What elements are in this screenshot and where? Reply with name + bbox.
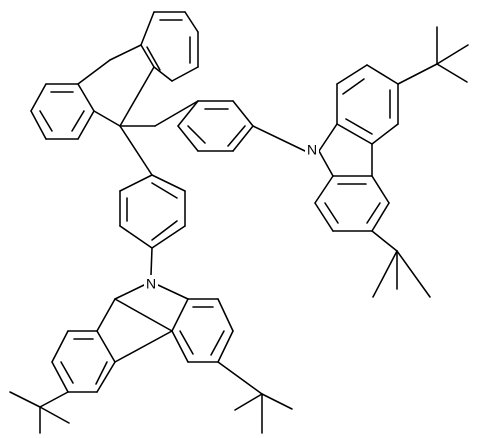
bond-fluorene-bridge-top <box>109 44 142 61</box>
bond-lower-phenyl-inner-2 <box>151 220 178 241</box>
bond-upper-phenyl-inner-2 <box>227 125 246 147</box>
bond-right-carbazole-upper-1 <box>318 123 338 152</box>
bond-left-carbazole-right-1 <box>157 284 189 300</box>
bond-right-tbutyl-top-downright <box>436 63 468 83</box>
bond-upper-phenyl-3 <box>232 100 254 127</box>
bond-fluorene-top-outer-4 <box>171 66 199 82</box>
bond-fluorene-left-inner-2 <box>39 110 53 132</box>
bond-right-carbazole-lower-3 <box>371 175 390 204</box>
bond-fluorene-top-outer-2 <box>184 11 199 33</box>
bond-lower-phenyl-3 <box>119 225 153 249</box>
bond-left-carbazole-junction <box>114 330 173 363</box>
bond-left-carbazole-left-inner-3 <box>95 361 108 385</box>
bond-upper-phenyl-1 <box>154 100 199 127</box>
bond-left-carbazole-right-7 <box>171 298 189 332</box>
bond-left-tbutyl-right-right <box>261 393 293 410</box>
bond-right-carbazole-upper-7 <box>336 123 373 145</box>
atom-label-layer: N N <box>144 141 319 293</box>
nitrogen-left-mask <box>144 275 158 293</box>
bond-left-carbazole-bridge <box>114 298 173 332</box>
bond-left-carbazole-left-8 <box>96 330 116 363</box>
bond-left-carbazole-left-inner-2 <box>60 361 74 384</box>
bond-lower-phenyl-4 <box>151 225 186 249</box>
bond-right-carbazole-lower-7 <box>314 175 334 204</box>
bond-fluorene-bridge-left <box>93 110 121 127</box>
bond-left-tbutyl-left-left <box>9 391 41 408</box>
bond-left-carbazole-right-6 <box>171 330 189 363</box>
bond-right-carbazole-lower-inner-2 <box>366 202 381 224</box>
bond-left-carbazole-right-inner-3 <box>179 330 194 355</box>
bond-fluorene-left-ring-7 <box>77 83 95 112</box>
bond-fluorene-bridge-right <box>119 66 155 127</box>
bond-right-tbutyl-bottom-right <box>396 250 431 298</box>
bond-left-tbutyl-left-right <box>39 406 70 424</box>
bond-right-carbazole-lower-inner-3 <box>324 202 339 224</box>
bond-left-tbutyl-right-left <box>234 393 263 411</box>
bond-left-carbazole-right-3 <box>217 298 234 332</box>
bond-left-carbazole-left-4 <box>51 330 69 363</box>
bond-fluorene-left-ring-6 <box>77 110 95 140</box>
bond-fluorene-left-ring-3 <box>30 83 47 112</box>
bond-left-tbutyl-right-stem <box>217 361 263 395</box>
bond-right-carbazole-lower-6 <box>314 202 334 232</box>
bond-right-carbazole-upper-inner-3 <box>345 118 373 135</box>
bond-upper-phenyl-inner-3 <box>187 125 206 144</box>
bond-right-carbazole-lower-4 <box>371 202 390 232</box>
bond-spiro-to-lower <box>119 125 153 176</box>
bond-phenyl-to-left-n <box>150 247 153 276</box>
nitrogen-right-mask <box>305 141 319 159</box>
bond-right-tbutyl-bottom-left <box>372 250 398 298</box>
bond-upper-phenyl-6 <box>177 125 199 152</box>
bond-lower-phenyl-inner-3 <box>151 182 178 199</box>
bond-right-carbazole-upper-3 <box>336 64 368 85</box>
bond-right-carbazole-lower-1 <box>318 150 334 177</box>
bond-left-tbutyl-left-stem <box>39 391 69 408</box>
bond-left-carbazole-left-7 <box>96 361 116 393</box>
bond-fluorene-top-inner-3 <box>146 46 161 71</box>
bond-left-carbazole-right-inner-2 <box>210 330 225 356</box>
bond-fluorene-top-outer-7 <box>140 11 155 46</box>
bond-right-tbutyl-top-stem <box>397 63 438 85</box>
bond-lower-phenyl-6 <box>151 174 186 192</box>
bond-fluorene-left-ring-4 <box>30 110 47 140</box>
bond-fluorene-top-outer-5 <box>153 66 173 82</box>
bond-right-carbazole-upper-4 <box>366 64 399 85</box>
bond-fluorene-top-outer-6 <box>140 44 155 68</box>
bond-right-tbutyl-top-right <box>436 44 469 65</box>
bond-left-carbazole-left-5 <box>51 361 69 393</box>
bond-upper-phenyl-4 <box>232 125 254 152</box>
bond-lower-phenyl-1 <box>119 174 153 192</box>
bond-phenyl-to-right-n <box>252 125 306 152</box>
bond-layer <box>9 11 469 434</box>
nitrogen-left-label: N <box>146 276 156 292</box>
bond-left-carbazole-left-1 <box>114 284 145 300</box>
nitrogen-right-label: N <box>307 142 317 158</box>
bond-right-carbazole-upper-inner-1 <box>342 78 365 95</box>
bond-fluorene-left-inner-3 <box>71 110 85 132</box>
bond-upper-phenyl-7 <box>177 100 199 127</box>
bond-left-carbazole-right-4 <box>217 330 234 363</box>
bond-left-carbazole-left-2 <box>96 298 116 332</box>
bond-right-carbazole-upper-6 <box>371 123 399 145</box>
bond-right-tbutyl-bottom-stem <box>371 230 398 252</box>
bond-fluorene-left-ring-1 <box>77 59 111 85</box>
